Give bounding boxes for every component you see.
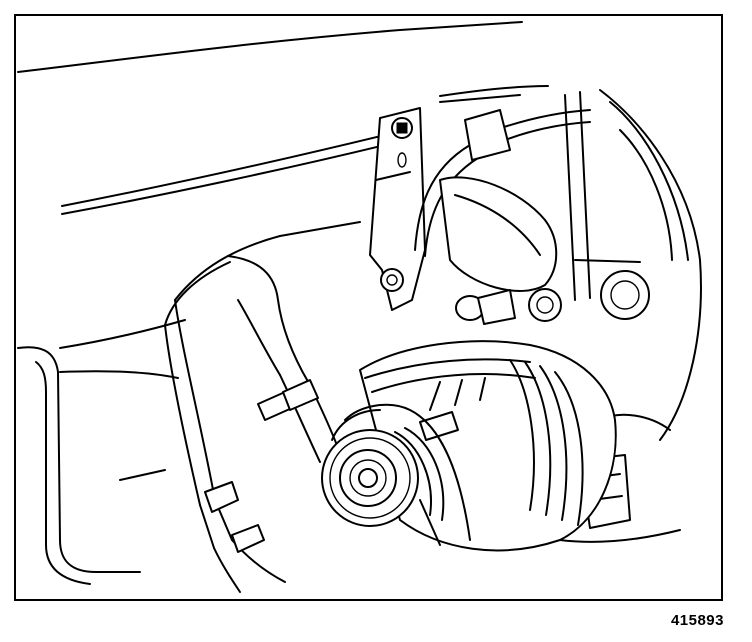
mounting-bracket: [369, 107, 426, 311]
hood-panel-lines: [17, 21, 549, 215]
pulley-nut: [358, 468, 378, 488]
port-fitting: [528, 288, 562, 322]
fender-panel: [17, 319, 186, 585]
coolant-hoses: [164, 221, 361, 593]
figure-frame: [14, 14, 723, 601]
intake-duct: [439, 176, 562, 325]
generator-assembly: [359, 340, 617, 552]
upper-tubes: [414, 91, 591, 301]
drive-belt-pulley: [321, 403, 471, 546]
figure-number: 415893: [670, 612, 724, 629]
cap: [600, 270, 650, 320]
bracket-bolt-lower: [380, 268, 404, 292]
